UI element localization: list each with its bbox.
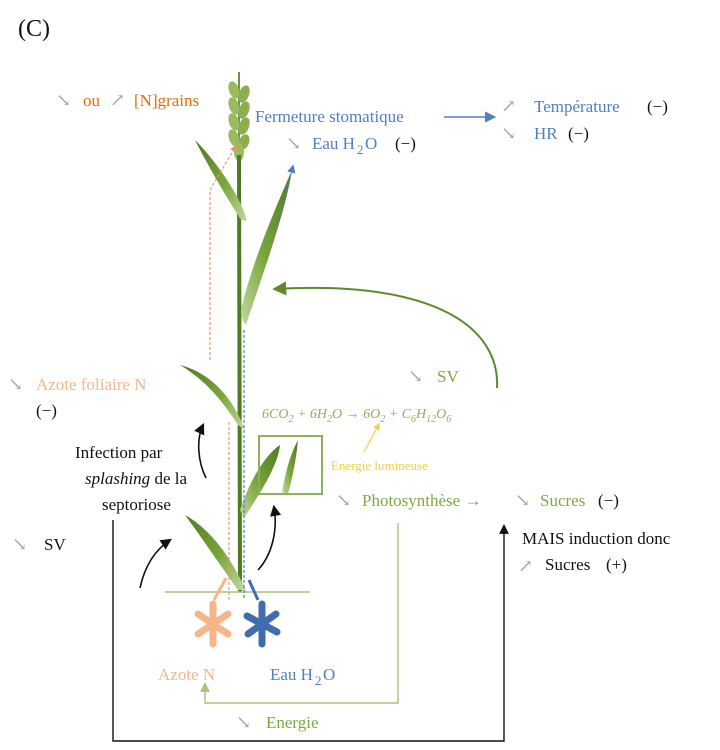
leaf-zoom-box	[258, 435, 323, 495]
infection-label: Infection par splashing de la septoriose	[75, 443, 187, 514]
wheat-plant	[180, 72, 298, 593]
svg-text:Eau H: Eau H	[270, 665, 313, 684]
induction-label: MAIS induction donc ↗ Sucres (+)	[518, 529, 671, 576]
nitrogen-uptake-arrow	[212, 577, 228, 601]
down-arrow-icon: ↘	[515, 490, 530, 510]
down-arrow-icon: ↘	[236, 712, 251, 732]
svg-text:SV: SV	[44, 535, 66, 554]
water-flow-arrow	[275, 164, 296, 231]
down-arrow-icon: ↘	[408, 366, 423, 386]
svg-text:Photosynthèse →: Photosynthèse →	[362, 491, 481, 510]
photosynthesis-label: ↘ Photosynthèse →	[336, 490, 481, 510]
splash-arrow-3	[257, 504, 282, 571]
svg-text:Infection par: Infection par	[75, 443, 163, 462]
wheat-ear-icon	[228, 72, 250, 161]
leaf-top	[195, 140, 247, 221]
root-water-label: Eau H 2 O	[270, 665, 335, 688]
svg-text:O: O	[365, 134, 377, 153]
down-arrow-icon: ↘	[8, 374, 23, 394]
svg-text:(−): (−)	[395, 134, 416, 153]
svg-text:(−): (−)	[647, 97, 668, 116]
leaf-bottom	[185, 515, 246, 590]
light-energy-label: Energie lumineuse	[331, 458, 428, 473]
svg-text:Azote foliaire N: Azote foliaire N	[36, 375, 146, 394]
infection-induction-line	[112, 520, 509, 742]
svg-text:(−): (−)	[36, 401, 57, 420]
water-loss-label: ↘ Eau H 2 O (−)	[286, 133, 416, 157]
svg-text:splashing de la: splashing de la	[85, 469, 187, 488]
svg-text:SV: SV	[437, 367, 459, 386]
panel-label: (C)	[18, 16, 50, 42]
leaf-inset	[282, 440, 298, 494]
down-arrow-icon: ↘	[501, 123, 516, 143]
grain-nitrogen-label: ↘ ou ↗ [N]grains	[56, 90, 199, 110]
svg-text:(+): (+)	[606, 555, 627, 574]
svg-text:Sucres: Sucres	[545, 555, 590, 574]
svg-text:O: O	[323, 665, 335, 684]
svg-text:[N]grains: [N]grains	[134, 91, 199, 110]
splash-arrow-2	[194, 422, 207, 479]
up-arrow-icon: ↗	[110, 90, 125, 110]
svg-text:(−): (−)	[568, 124, 589, 143]
svg-text:ou: ou	[83, 91, 101, 110]
svg-text:2: 2	[357, 142, 364, 157]
svg-text:Energie: Energie	[266, 713, 319, 732]
sv-feedback-arrow	[272, 281, 499, 389]
down-arrow-icon: ↘	[12, 534, 27, 554]
down-arrow-icon: ↘	[56, 90, 71, 110]
up-arrow-icon: ↗	[518, 556, 533, 576]
svg-text:MAIS induction donc: MAIS induction donc	[522, 529, 671, 548]
svg-text:septoriose: septoriose	[102, 495, 171, 514]
splash-arrow-1	[139, 538, 172, 589]
svg-text:2: 2	[315, 673, 322, 688]
water-uptake-arrow	[247, 579, 260, 601]
nitrogen-flow-arrow	[209, 144, 237, 191]
svg-text:(−): (−)	[598, 491, 619, 510]
stem	[237, 154, 242, 593]
photosynthesis-equation: 6CO2 + 6H2O → 6O2 + C6H12O6	[262, 407, 451, 425]
svg-text:HR: HR	[534, 124, 558, 143]
water-root-icon	[243, 600, 281, 648]
root-nitrogen-label: Azote N	[158, 665, 215, 684]
sv-upper-label: ↘ SV	[408, 366, 459, 386]
sv-lower-label: ↘ SV	[12, 534, 66, 554]
leaf-flag	[241, 170, 292, 325]
sugars-label: ↘ Sucres (−)	[515, 490, 619, 510]
svg-text:Température: Température	[534, 97, 620, 116]
svg-text:Eau H: Eau H	[312, 134, 355, 153]
humidity-label: ↘ HR (−)	[501, 123, 589, 143]
leaf-nitrogen-label: ↘ Azote foliaire N (−)	[8, 374, 146, 420]
down-arrow-icon: ↘	[336, 490, 351, 510]
light-energy-arrow	[363, 422, 380, 453]
down-arrow-icon: ↘	[286, 133, 301, 153]
nitrogen-root-icon	[194, 600, 232, 648]
temperature-label: ↗ Température (−)	[501, 96, 668, 116]
stomatal-closure-label: Fermeture stomatique	[255, 107, 404, 126]
leaf-mid	[180, 365, 245, 430]
svg-text:Sucres: Sucres	[540, 491, 585, 510]
up-arrow-icon: ↗	[501, 96, 516, 116]
energy-feedback-line	[200, 523, 399, 704]
energy-label: ↘ Energie	[236, 712, 319, 732]
